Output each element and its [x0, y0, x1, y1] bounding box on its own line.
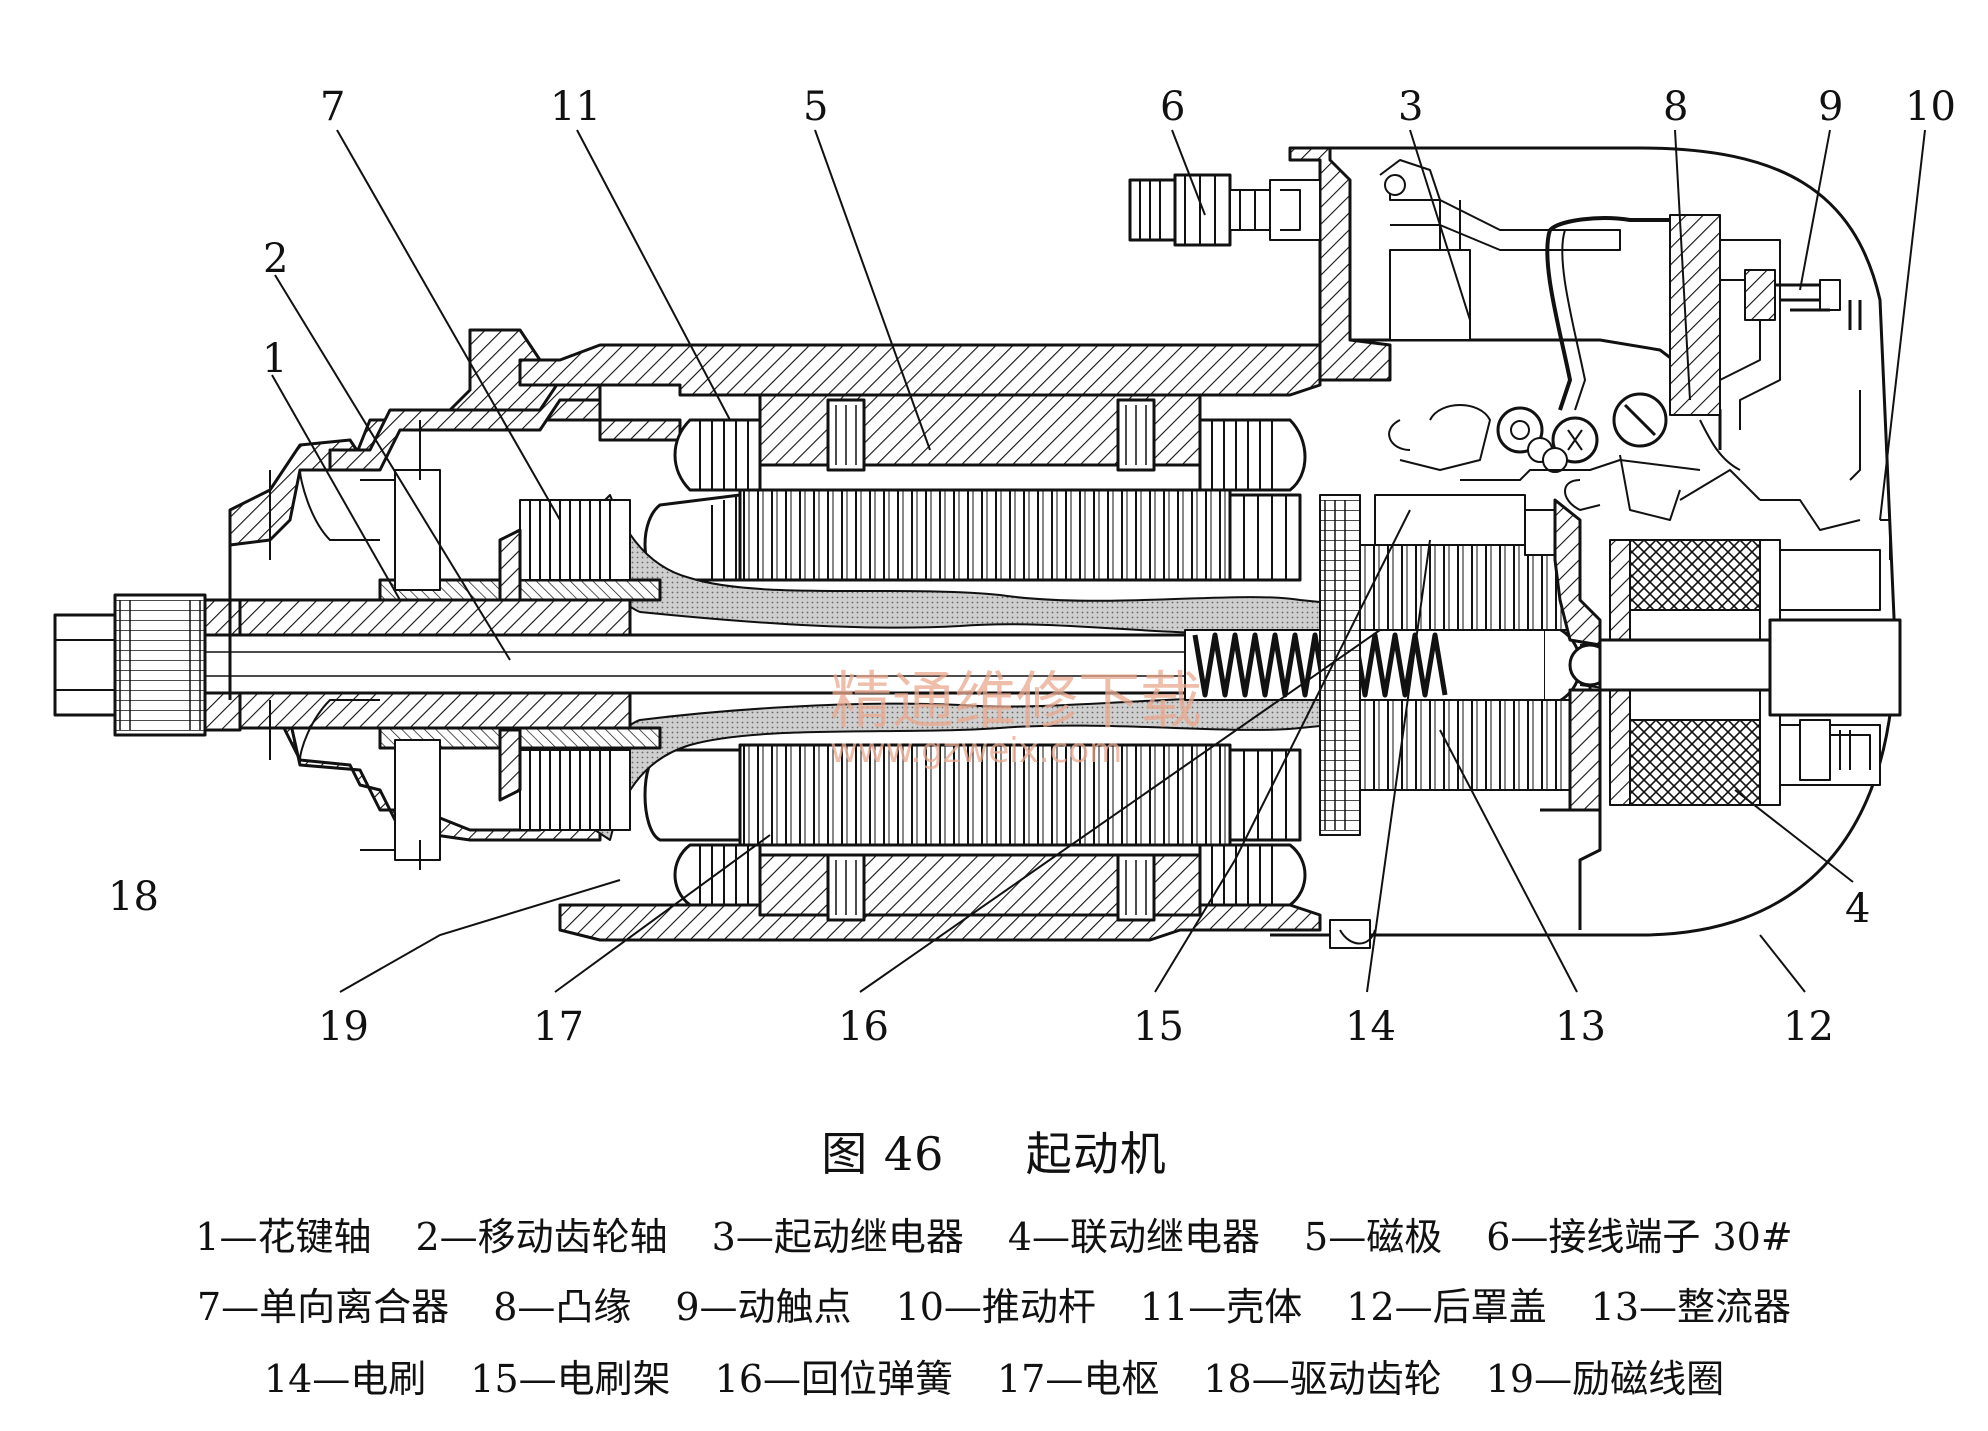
carbon-brush — [1524, 509, 1556, 556]
relay-housing — [1288, 146, 1392, 382]
legend-item: 17—电枢 — [997, 1357, 1160, 1401]
legend-row-3: 14—电刷 15—电刷架 16—回位弹簧 17—电枢 18—驱动齿轮 19—励磁线圈 — [0, 1348, 1988, 1403]
legend-item: 14—电刷 — [263, 1357, 427, 1401]
callout-3: 3 — [1398, 84, 1423, 130]
legend-item: 1—花键轴 — [195, 1215, 372, 1259]
overrunning-clutch — [519, 499, 631, 831]
callout-15: 15 — [1133, 1004, 1184, 1050]
legend-item: 3—起动继电器 — [711, 1215, 964, 1259]
callout-6: 6 — [1160, 84, 1185, 130]
callout-10: 10 — [1905, 84, 1956, 130]
callout-12: 12 — [1783, 1004, 1834, 1050]
legend-item: 12—后罩盖 — [1346, 1285, 1547, 1329]
watermark-url: www.gzweix.com — [830, 731, 1122, 771]
push-rod — [1598, 638, 1772, 692]
commutator — [1359, 544, 1571, 631]
leader-lines — [271, 129, 1926, 993]
figure-number: 图 46 — [821, 1127, 945, 1181]
legend-item: 8—凸缘 — [493, 1285, 632, 1329]
legend-row-2: 7—单向离合器 8—凸缘 9—动触点 10—推动杆 11—壳体 12—后罩盖 13—整流器 — [0, 1276, 1988, 1331]
legend-item: 10—推动杆 — [895, 1285, 1096, 1329]
callout-13: 13 — [1555, 1004, 1606, 1050]
figure-caption: 图 46 起动机 — [0, 1118, 1988, 1184]
legend-item: 13—整流器 — [1590, 1285, 1791, 1329]
drive-pinion — [113, 593, 207, 737]
legend-item: 6—接线端子 30# — [1486, 1215, 1793, 1259]
armature-core-top — [738, 488, 1232, 582]
callout-19: 19 — [318, 1004, 369, 1050]
legend-item: 15—电刷架 — [470, 1357, 671, 1401]
main-shell-top — [518, 343, 1322, 397]
legend-item: 16—回位弹簧 — [714, 1357, 953, 1401]
legend-item: 19—励磁线圈 — [1485, 1357, 1725, 1401]
legend-item: 9—动触点 — [675, 1285, 852, 1329]
callout-18: 18 — [108, 874, 159, 920]
cross-section-drawing: 精通维修下载 www.gzweix.com 7 11 5 6 3 8 9 10 … — [53, 84, 1956, 1050]
legend-item: 18—驱动齿轮 — [1203, 1357, 1442, 1401]
legend-item: 4—联动继电器 — [1007, 1215, 1261, 1259]
callout-9: 9 — [1818, 84, 1843, 130]
figure-title: 起动机 — [1025, 1127, 1167, 1181]
rear-cover — [1270, 146, 1897, 937]
terminal-30 — [1128, 173, 1321, 247]
callout-4: 4 — [1845, 886, 1870, 932]
callout-1: 1 — [262, 336, 287, 382]
callout-2: 2 — [263, 236, 288, 282]
callout-5: 5 — [803, 84, 828, 130]
callout-16: 16 — [838, 1004, 889, 1050]
watermark-text: 精通维修下载 — [830, 664, 1202, 737]
legend-item: 7—单向离合器 — [197, 1285, 450, 1329]
brush-holder — [1374, 494, 1526, 546]
interlock-relay-coil — [1629, 539, 1761, 611]
callout-11: 11 — [550, 84, 601, 130]
callout-8: 8 — [1663, 84, 1688, 130]
callout-17: 17 — [533, 1004, 584, 1050]
legend-item: 11—壳体 — [1139, 1285, 1303, 1329]
callout-7: 7 — [320, 84, 345, 130]
legend-item: 2—移动齿轮轴 — [415, 1215, 668, 1259]
shaft-nut — [53, 613, 117, 717]
legend-row-1: 1—花键轴 2—移动齿轮轴 3—起动继电器 4—联动继电器 5—磁极 6—接线端子 30# — [0, 1206, 1988, 1261]
legend-item: 5—磁极 — [1304, 1215, 1443, 1259]
callout-14: 14 — [1345, 1004, 1396, 1050]
moving-contact — [1744, 269, 1776, 321]
